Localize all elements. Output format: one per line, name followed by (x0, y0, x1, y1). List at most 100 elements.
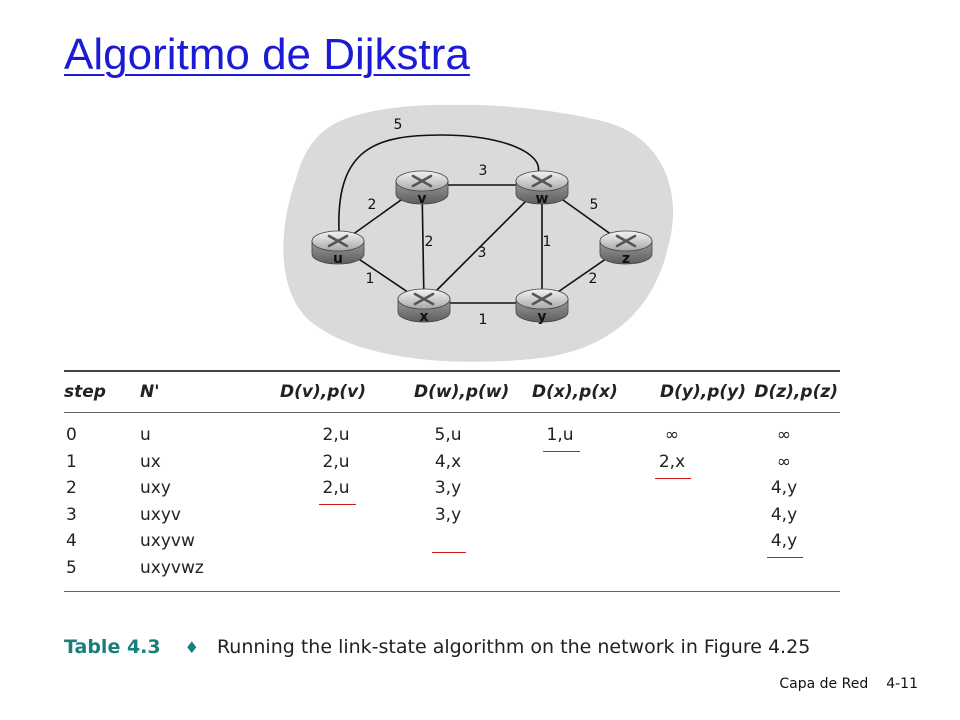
table-cell: 2,u (280, 425, 392, 445)
cell-value: 2 (66, 478, 77, 499)
cell-value: ∞ (776, 425, 792, 446)
table-row: 4 uxyvw 4,y (64, 528, 840, 559)
table-cell: 4,y (728, 505, 840, 525)
table-cell: uxyvw (140, 531, 280, 551)
node-label: z (622, 251, 630, 267)
table-cell: 3,y (392, 505, 504, 525)
node-label: v (417, 191, 426, 207)
edge-weight: 1 (479, 312, 488, 328)
edge-weight: 3 (479, 163, 488, 179)
table-header-row: step N' D(v),p(v) D(w),p(w) D(x),p(x) D(… (64, 372, 840, 412)
footer-page-number: 4-11 (886, 676, 918, 692)
cell-value: 3,y (434, 478, 462, 499)
cell-value: 5,u (434, 425, 462, 446)
table-top-rule (64, 370, 840, 372)
router-icon (413, 292, 435, 306)
router-icon (411, 174, 433, 188)
table-cell: 4,y (728, 531, 840, 559)
caption-label: Table 4.3 (64, 636, 161, 658)
cell-value: 4 (66, 531, 77, 552)
table-cell: 4 (64, 531, 140, 551)
router-v: v (395, 170, 449, 207)
header-dx: D(x),p(x) (532, 382, 618, 402)
cell-value: 5 (66, 557, 77, 578)
edge-v-x (421, 184, 425, 304)
edge-weight: 2 (368, 197, 377, 213)
table-cell: u (140, 425, 280, 445)
header-dy: D(y),p(y) (660, 382, 746, 402)
slide-footer: Capa de Red 4-11 (779, 676, 918, 692)
diamond-icon: ♦ (184, 637, 199, 657)
cell-value: 2,u (322, 451, 350, 472)
edge-weight: 1 (366, 271, 375, 287)
cell-value: 1 (66, 451, 77, 472)
least-cost-mark: 2,u (318, 478, 356, 506)
node-label: y (537, 309, 546, 325)
table-cell: ∞ (728, 425, 840, 445)
router-w: w (515, 170, 569, 207)
cell-value: 4,x (434, 451, 462, 472)
cell-value: uxyv (140, 504, 181, 525)
table-cell: 1 (64, 452, 140, 472)
edge-w-x (423, 184, 543, 304)
table-cell: 5 (64, 558, 140, 578)
least-cost-mark: 4,y (766, 531, 804, 559)
table-row: 2 uxy 2,u 3,y 4,y (64, 475, 840, 506)
table-header-rule (64, 412, 840, 413)
table-row: 5 uxyvwz (64, 555, 840, 582)
table-cell: 4,y (728, 478, 840, 498)
node-label: u (333, 251, 343, 267)
header-step: step (64, 382, 106, 402)
table-cell: uxy (140, 478, 280, 498)
table-cell: 3,y (392, 478, 504, 498)
header-dv: D(v),p(v) (280, 382, 366, 402)
cell-value: u (140, 425, 151, 446)
header-dz: D(z),p(z) (754, 382, 838, 402)
cell-value: 0 (66, 425, 77, 446)
router-x: x (397, 288, 451, 325)
table-bottom-rule (64, 591, 840, 592)
router-z: z (599, 230, 653, 267)
edge-weight: 5 (590, 197, 599, 213)
cell-value: 3 (66, 504, 77, 525)
header-dw: D(w),p(w) (414, 382, 510, 402)
table-cell: ∞ (728, 452, 840, 472)
edge-u-w (338, 134, 540, 232)
link-state-table: step N' D(v),p(v) D(w),p(w) D(x),p(x) D(… (64, 370, 840, 592)
table-cell: 2,u (280, 478, 392, 506)
edge-weight: 1 (543, 234, 552, 250)
table-cell: 1,u (504, 425, 616, 453)
table-cell: uxyvwz (140, 558, 280, 578)
footer-chapter: Capa de Red (779, 676, 869, 692)
cell-value: uxyvwz (140, 557, 204, 578)
router-icon (615, 234, 637, 248)
table-cell: 5,u (392, 425, 504, 445)
header-n-prime: N' (140, 382, 160, 402)
cell-value: ∞ (664, 425, 680, 446)
cell-value: 2,u (322, 425, 350, 446)
table-cell: 2,u (280, 452, 392, 472)
router-icon (327, 234, 349, 248)
table-cell: uxyv (140, 505, 280, 525)
edge-weight: 5 (394, 117, 403, 133)
router-icon (531, 292, 553, 306)
cell-value: 4,y (770, 478, 798, 499)
caption-text: Running the link-state algorithm on the … (216, 636, 811, 658)
table-cell: ∞ (616, 425, 728, 445)
router-y: y (515, 288, 569, 325)
least-cost-mark (432, 532, 466, 554)
edge-weight: 2 (425, 234, 434, 250)
table-cell: 2,x (616, 452, 728, 479)
table-cell: 4,x (392, 452, 504, 472)
cell-value: uxy (140, 478, 171, 499)
router-u: u (311, 230, 365, 267)
edge-weight: 2 (589, 271, 598, 287)
table-cell: 3 (64, 505, 140, 525)
table-cell: 2 (64, 478, 140, 498)
node-label: w (536, 191, 549, 207)
network-cloud (283, 105, 674, 362)
table-cell: 0 (64, 425, 140, 445)
slide-title: Algoritmo de Dijkstra (64, 30, 470, 79)
